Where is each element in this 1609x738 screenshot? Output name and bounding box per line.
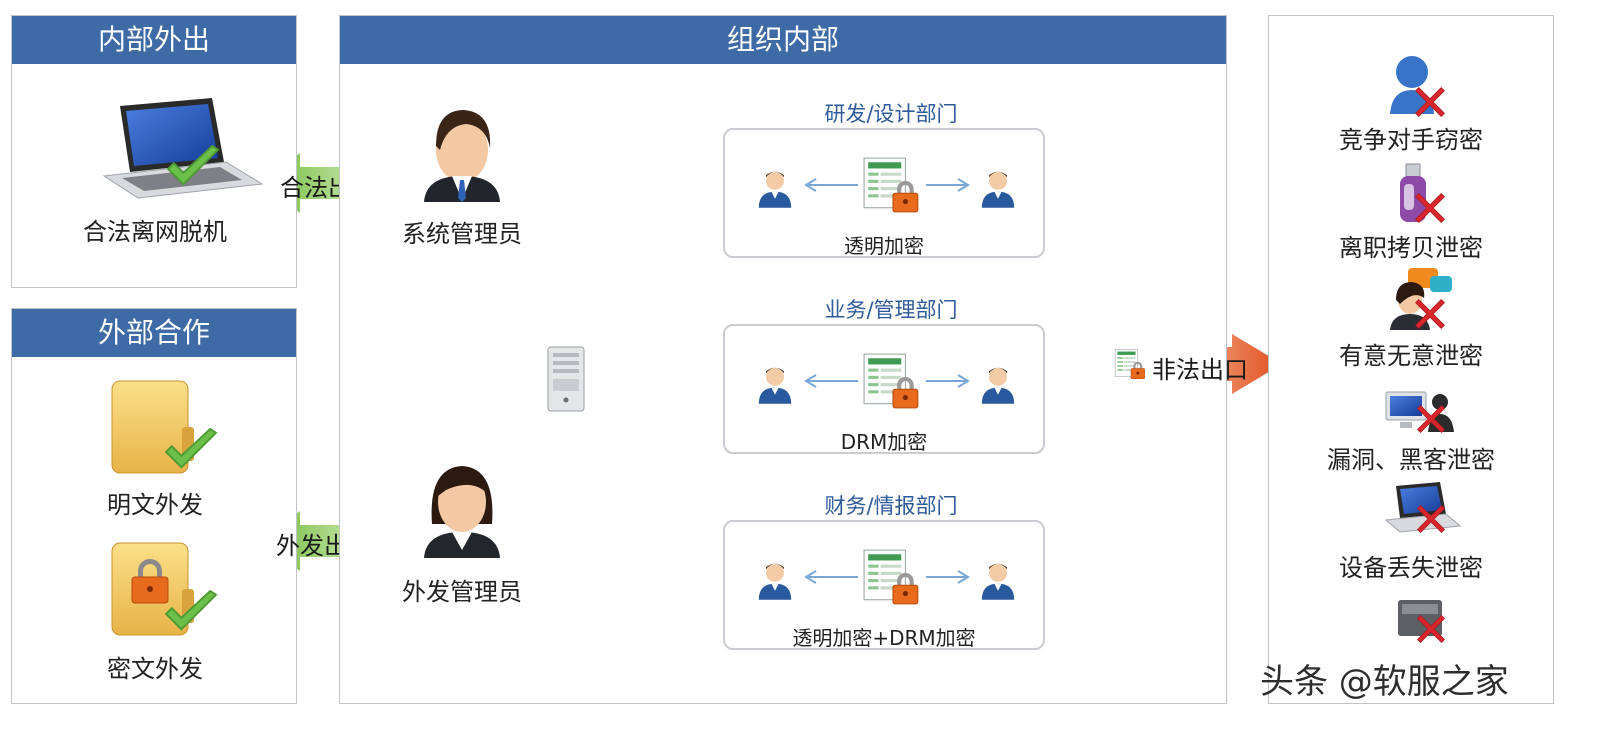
lock-icon — [131, 559, 169, 604]
system-admin-label: 系统管理员 — [402, 220, 522, 248]
dept-biz-encryption: DRM加密 — [840, 430, 928, 454]
threat-competitor-label: 竞争对手窃密 — [1339, 126, 1483, 154]
external-coop-title: 外部合作 — [12, 309, 296, 357]
hacker-computer-icon — [1385, 391, 1454, 432]
dept-rnd-title: 研发/设计部门 — [824, 102, 958, 126]
plaintext-send-label: 明文外发 — [107, 491, 203, 519]
threat-hacker-label: 漏洞、黑客泄密 — [1327, 446, 1495, 474]
dept-fin-title: 财务/情报部门 — [824, 494, 958, 518]
outbound-admin-label: 外发管理员 — [402, 578, 522, 606]
dept-fin-encryption: 透明加密+DRM加密 — [792, 626, 976, 650]
dept-rnd-content — [758, 157, 1015, 213]
organization-title: 组织内部 — [340, 16, 1226, 64]
admin-female-icon — [424, 466, 500, 558]
chat-person-icon — [1390, 268, 1452, 330]
usb-drive-icon — [1400, 163, 1426, 222]
watermark: 头条 @软服之家 — [1260, 662, 1509, 702]
laptop-icon — [102, 98, 264, 199]
dept-biz-content — [758, 353, 1015, 409]
threat-leak-label: 有意无意泄密 — [1339, 342, 1483, 370]
threat-resign-copy-label: 离职拷贝泄密 — [1339, 234, 1483, 262]
illegal-exit-label: 非法出口 — [1152, 356, 1248, 384]
external-coop-panel: 外部合作 明文外发 密文外发 — [11, 308, 297, 704]
ciphertext-send-label: 密文外发 — [107, 655, 203, 683]
admin-male-icon — [424, 110, 500, 202]
threat-panel — [1268, 15, 1554, 704]
server-icon — [547, 346, 585, 412]
legal-offline-label: 合法离网脱机 — [83, 218, 227, 246]
dept-fin-content — [758, 549, 1015, 605]
threat-device-lost-label: 设备丢失泄密 — [1339, 554, 1483, 582]
dept-rnd-encryption: 透明加密 — [844, 234, 924, 258]
internal-out-panel: 内部外出 合法离网脱机 — [11, 15, 297, 288]
red-x-icon — [1415, 299, 1445, 329]
dept-biz-title: 业务/管理部门 — [824, 298, 958, 322]
internal-out-title: 内部外出 — [12, 16, 296, 64]
